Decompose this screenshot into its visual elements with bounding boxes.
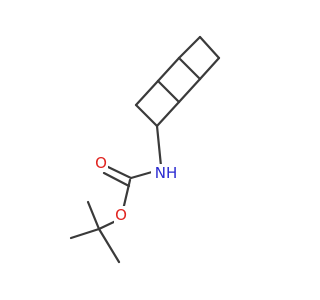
bond-tbu-down bbox=[97, 227, 121, 264]
bond-carbonyl-double-a bbox=[104, 164, 133, 180]
bond-shared-lower bbox=[156, 79, 181, 104]
bond-ring3-bottom bbox=[134, 103, 159, 128]
carbamate-chain bbox=[69, 124, 163, 264]
nh-label-bg bbox=[151, 164, 183, 182]
bond-tbu-left bbox=[69, 227, 101, 240]
bond-ring1-right bbox=[198, 56, 221, 81]
molecule-diagram: NH O O bbox=[69, 35, 221, 264]
bond-n-to-carbonyl bbox=[129, 170, 154, 180]
bond-ring3-left bbox=[134, 79, 160, 107]
nh-label: NH bbox=[155, 164, 178, 182]
ester-o-label: O bbox=[115, 206, 127, 224]
bond-carbonyl-to-ester-o bbox=[121, 178, 132, 212]
bond-tbu-up bbox=[86, 200, 101, 231]
bond-ring2-top bbox=[156, 56, 181, 83]
bond-ring1-left bbox=[177, 35, 202, 60]
carbonyl-o-label-bg bbox=[94, 154, 108, 172]
bond-ring2-right bbox=[177, 77, 202, 104]
bond-ring1-top bbox=[198, 35, 221, 60]
ester-o-label-bg bbox=[114, 206, 128, 224]
bond-ring-to-n bbox=[155, 124, 163, 168]
carbonyl-o-label: O bbox=[95, 154, 107, 172]
atom-labels: NH O O bbox=[94, 154, 183, 224]
bond-ring3-right bbox=[155, 100, 181, 128]
tricyclic-ring-system bbox=[134, 35, 221, 128]
bond-carbonyl-double-b bbox=[102, 171, 131, 188]
bond-shared-upper bbox=[177, 56, 202, 81]
